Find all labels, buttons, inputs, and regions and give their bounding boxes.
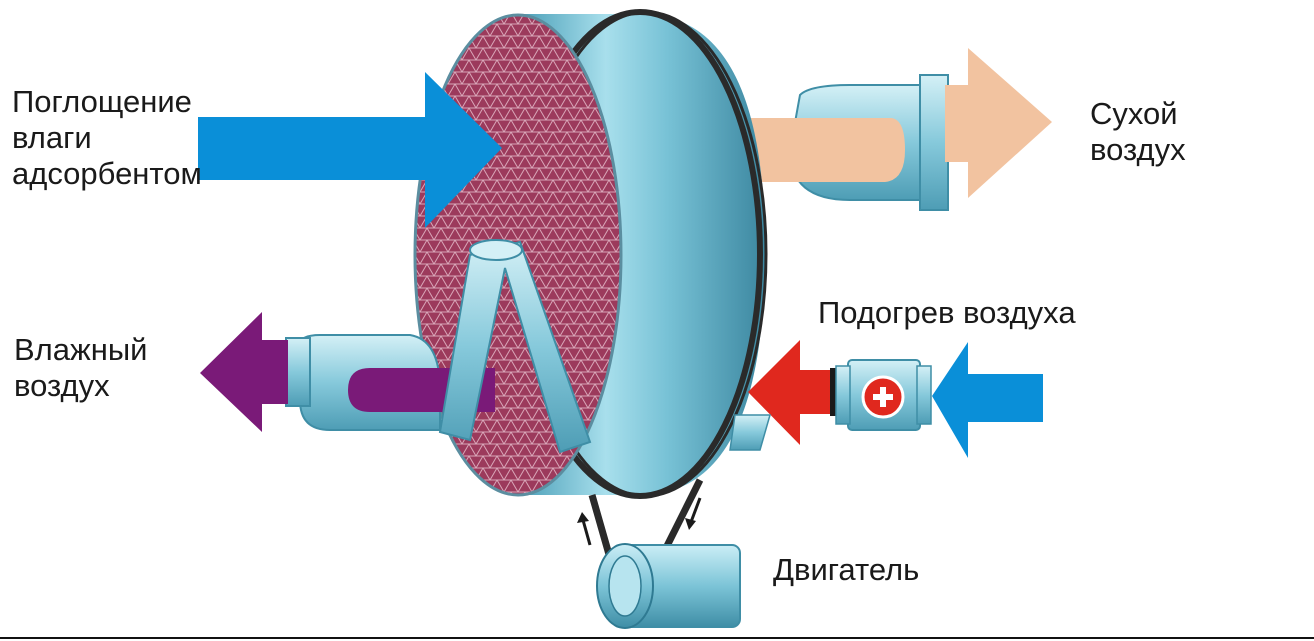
humid-air-arrow-head: [200, 312, 288, 432]
label-heating-text: Подогрев воздуха: [818, 295, 1076, 330]
sector-divider: [438, 239, 592, 454]
label-humid-air-line1: Влажный: [14, 332, 148, 367]
heater: [835, 359, 932, 431]
label-adsorption: Поглощение влаги адсорбентом: [12, 84, 202, 192]
plus-icon: [861, 375, 905, 419]
dry-air-arrow-head: [945, 48, 1052, 198]
heater-separator: [830, 368, 836, 416]
dry-air-arrow: [720, 118, 905, 182]
label-humid-air-line2: воздух: [14, 368, 110, 403]
label-humid-air: Влажный воздух: [14, 332, 147, 404]
label-adsorption-line2: влаги: [12, 120, 92, 155]
support-foot: [729, 414, 771, 451]
label-heating: Подогрев воздуха: [818, 295, 1076, 331]
label-adsorption-line1: Поглощение: [12, 84, 192, 119]
label-dry-air-line2: воздух: [1090, 132, 1186, 167]
heated-air-arrow: [748, 340, 830, 445]
label-motor: Двигатель: [773, 552, 919, 588]
rotation-arrow-up-icon: [577, 512, 592, 546]
inlet-arrow: [198, 72, 502, 228]
rotation-arrow-down-icon: [685, 497, 702, 530]
label-adsorption-line3: адсорбентом: [12, 156, 202, 191]
label-motor-text: Двигатель: [773, 552, 920, 587]
label-dry-air: Сухой воздух: [1090, 96, 1186, 168]
motor: [596, 543, 741, 629]
regeneration-inlet-arrow: [932, 342, 1043, 458]
label-dry-air-line1: Сухой: [1090, 96, 1178, 131]
